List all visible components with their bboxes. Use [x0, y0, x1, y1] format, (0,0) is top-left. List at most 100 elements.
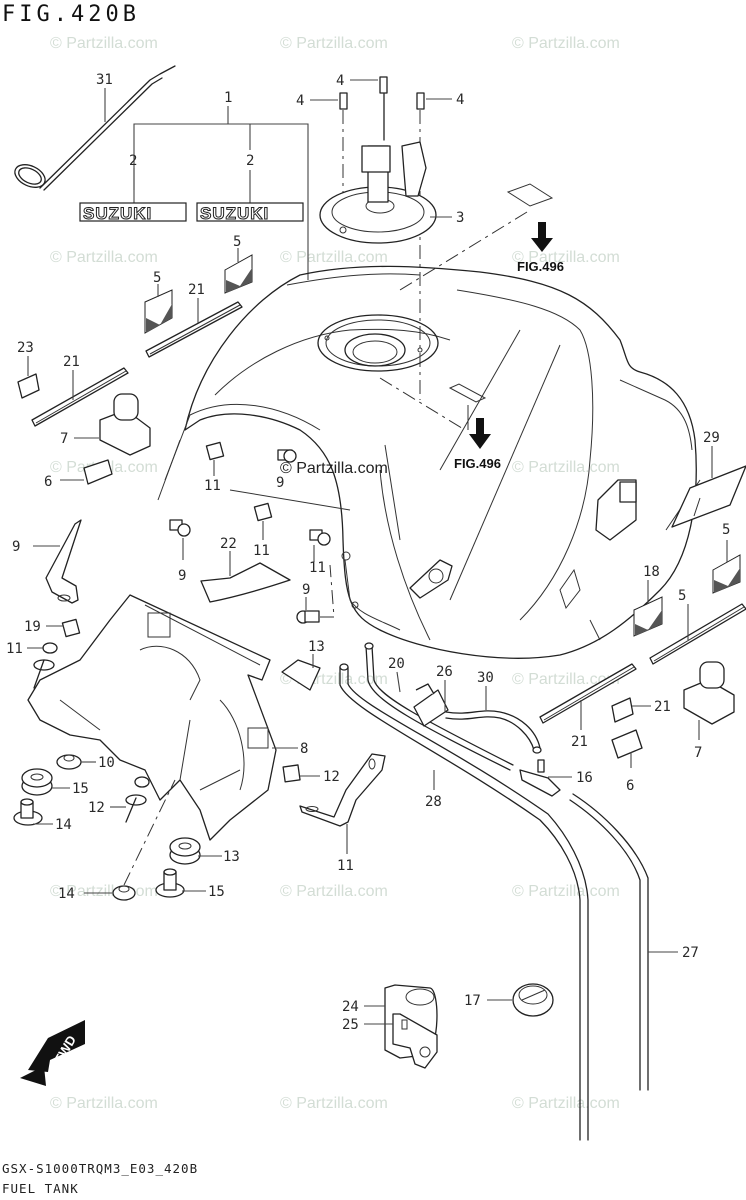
callout-22[interactable]: 22	[220, 536, 237, 552]
callout-13[interactable]: 11	[6, 641, 23, 657]
part-5-cushion[interactable]	[633, 596, 663, 637]
callout-15[interactable]: 10	[98, 755, 115, 771]
part-21-cushion-strip[interactable]	[31, 367, 129, 427]
part-3-fuel-cap[interactable]	[319, 141, 437, 244]
callout-27[interactable]: 27	[682, 945, 699, 961]
part-10-bracket[interactable]	[27, 594, 277, 841]
callout-5[interactable]: 5	[153, 270, 161, 286]
callout-7[interactable]: 7	[694, 745, 702, 761]
part-18-label[interactable]	[671, 465, 746, 528]
callout-9[interactable]: 11	[309, 560, 326, 576]
part-11-nut[interactable]	[205, 441, 225, 461]
callout-9[interactable]: 9	[302, 582, 310, 598]
part-5-cushion[interactable]	[144, 289, 173, 334]
callout-23[interactable]: 23	[17, 340, 34, 356]
callout-19[interactable]: 9	[12, 539, 20, 555]
part-31-wire[interactable]	[11, 65, 176, 192]
part-21-cushion-strip[interactable]	[649, 603, 746, 665]
callout-9[interactable]: 9	[178, 568, 186, 584]
callout-7[interactable]: 7	[60, 431, 68, 447]
part-6-cushion[interactable]	[83, 459, 113, 485]
part-21-cushion-strip[interactable]	[539, 663, 637, 724]
part-23-cushion[interactable]	[17, 373, 40, 399]
callout-24[interactable]: 24	[342, 999, 359, 1015]
callout-6[interactable]: 6	[626, 778, 634, 794]
part-17-clip[interactable]	[512, 983, 554, 1017]
part-6-cushion[interactable]	[611, 729, 643, 759]
part-26-hose[interactable]	[364, 642, 514, 771]
part-9-bolt[interactable]	[296, 610, 320, 624]
callout-9[interactable]: 9	[276, 475, 284, 491]
part-2-emblem-right[interactable]: SUZUKI	[196, 202, 304, 224]
callout-12[interactable]: 14	[55, 817, 72, 833]
callout-11[interactable]: 11	[253, 543, 270, 559]
callout-2[interactable]: 2	[129, 153, 137, 169]
callout-4[interactable]: 4	[296, 93, 304, 109]
part-20-bracket[interactable]	[299, 753, 386, 827]
callout-20[interactable]: 11	[337, 858, 354, 874]
callout-5[interactable]: 5	[722, 522, 730, 538]
part-8-cushion[interactable]	[281, 659, 321, 691]
callout-10[interactable]: 8	[300, 741, 308, 757]
part-11-nut[interactable]	[61, 618, 81, 638]
callout-18[interactable]: 29	[703, 430, 720, 446]
callout-1[interactable]: 1	[224, 90, 232, 106]
fig-496-link[interactable]: FIG.496	[517, 259, 564, 274]
callout-15[interactable]: 14	[58, 886, 75, 902]
part-13-bolt[interactable]	[125, 776, 150, 823]
callout-11[interactable]: 19	[24, 619, 41, 635]
fig-496-reference-mid[interactable]: FIG.496	[379, 377, 501, 471]
part-12-collar[interactable]	[155, 868, 185, 898]
callout-30[interactable]: 26	[436, 664, 453, 680]
fig-496-reference-top[interactable]: FIG.496	[399, 183, 564, 291]
callout-31[interactable]: 31	[96, 72, 113, 88]
callout-12[interactable]: 15	[208, 884, 225, 900]
part-14-cushion[interactable]	[21, 768, 53, 796]
part-15-cushion[interactable]	[56, 754, 82, 770]
callout-26[interactable]: 20	[388, 656, 405, 672]
callout-16[interactable]: 28	[425, 794, 442, 810]
callout-13[interactable]: 12	[88, 800, 105, 816]
part-16-hose[interactable]	[339, 663, 589, 1141]
callout-11[interactable]: 12	[323, 769, 340, 785]
part-14-cushion[interactable]	[169, 837, 201, 865]
part-29-joint[interactable]	[519, 759, 561, 797]
fig-496-link[interactable]: FIG.496	[454, 456, 501, 471]
callout-8[interactable]: 13	[308, 639, 325, 655]
part-22-cushion[interactable]	[200, 562, 291, 603]
part-11-nut[interactable]	[282, 764, 301, 783]
part-5-cushion[interactable]	[712, 554, 741, 594]
part-5-cushion[interactable]	[224, 254, 253, 294]
part-28-hose[interactable]	[445, 710, 542, 754]
callout-28[interactable]: 30	[477, 670, 494, 686]
part-9-bolt[interactable]	[277, 449, 297, 463]
callout-5[interactable]: 18	[643, 564, 660, 580]
part-21-cushion-strip[interactable]	[145, 301, 243, 358]
callout-23[interactable]: 21	[654, 699, 671, 715]
part-13-bolt[interactable]	[33, 642, 58, 689]
part-25-clamp[interactable]	[392, 1013, 438, 1069]
part-7-cushion[interactable]	[99, 393, 151, 456]
part-9-bolt[interactable]	[309, 529, 331, 546]
callout-21[interactable]: 5	[678, 588, 686, 604]
part-19-bracket[interactable]	[45, 519, 82, 604]
callout-4[interactable]: 4	[336, 73, 344, 89]
part-9-bolt[interactable]	[169, 519, 191, 537]
callout-6[interactable]: 6	[44, 474, 52, 490]
callout-21[interactable]: 21	[188, 282, 205, 298]
part-23-cushion[interactable]	[611, 697, 634, 723]
callout-3[interactable]: 3	[456, 210, 464, 226]
callout-29[interactable]: 16	[576, 770, 593, 786]
part-15-cushion[interactable]	[112, 885, 136, 901]
part-12-collar[interactable]	[13, 798, 43, 826]
part-2-emblem-left[interactable]: SUZUKI	[79, 202, 187, 224]
part-11-nut[interactable]	[253, 502, 273, 522]
part-30-protector[interactable]	[413, 683, 449, 727]
callout-17[interactable]: 17	[464, 993, 481, 1009]
part-4-bolts[interactable]	[339, 76, 425, 110]
callout-25[interactable]: 25	[342, 1017, 359, 1033]
callout-14[interactable]: 15	[72, 781, 89, 797]
callout-21[interactable]: 21	[571, 734, 588, 750]
callout-4[interactable]: 4	[456, 92, 464, 108]
callout-14[interactable]: 13	[223, 849, 240, 865]
